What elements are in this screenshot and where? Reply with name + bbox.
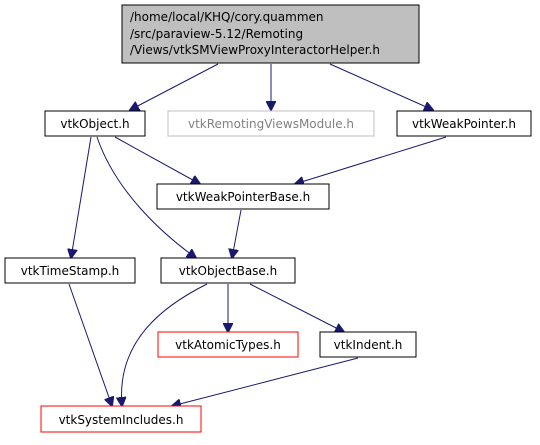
node-vtkobject-label: vtkObject.h (60, 117, 129, 131)
node-vtkweakpointerbase-box (156, 183, 330, 210)
node-vtkweakpointerbase[interactable]: vtkWeakPointerBase.h (156, 183, 330, 210)
node-vtkweakpointer[interactable]: vtkWeakPointer.h (396, 110, 532, 137)
edge-vtkobject-to-vtkobjectbase (96, 136, 196, 258)
edge-vtkweakpointerbase-to-vtkobjectbase (232, 209, 242, 258)
node-vtkindent-box (319, 331, 417, 358)
edge-vtkindent-to-vtksystemincludes (172, 357, 359, 406)
node-vtkremotingviewsmodule-label: vtkRemotingViewsModule.h (188, 117, 354, 131)
edge-vtkobjectbase-to-vtksystemincludes (121, 283, 208, 406)
node-vtkatomictypes-label: vtkAtomicTypes.h (175, 338, 281, 352)
node-vtkremotingviewsmodule[interactable]: vtkRemotingViewsModule.h (167, 110, 375, 137)
node-vtktimestamp[interactable]: vtkTimeStamp.h (4, 257, 136, 284)
node-vtkatomictypes-box (157, 331, 299, 358)
edge-vtkweakpointer-to-vtkweakpointerbase (295, 136, 447, 184)
node-vtkweakpointer-box (396, 110, 532, 137)
edge-vtktimestamp-to-vtksystemincludes (68, 283, 112, 406)
node-vtkweakpointerbase-label: vtkWeakPointerBase.h (176, 190, 310, 204)
node-vtkobject[interactable]: vtkObject.h (44, 110, 146, 137)
node-vtkobject-box (44, 110, 146, 137)
edge-vtkobject-to-vtkweakpointerbase (114, 136, 200, 184)
node-vtkremotingviewsmodule-box (167, 110, 375, 137)
node-vtkindent[interactable]: vtkIndent.h (319, 331, 417, 358)
node-vtksystemincludes-box (40, 405, 202, 433)
edge-root-to-vtkobject (130, 63, 219, 110)
edges (68, 63, 447, 406)
node-vtktimestamp-label: vtkTimeStamp.h (21, 264, 120, 278)
node-vtkobjectbase-label: vtkObjectBase.h (179, 264, 277, 278)
node-root-line3: /Views/vtkSMViewProxyInteractorHelper.h (130, 43, 380, 57)
node-vtksystemincludes-label: vtkSystemIncludes.h (59, 413, 184, 427)
node-vtksystemincludes[interactable]: vtkSystemIncludes.h (40, 405, 202, 433)
edge-vtkobjectbase-to-vtkindent (249, 283, 344, 332)
node-vtkindent-label: vtkIndent.h (334, 338, 403, 352)
node-root-box (121, 4, 420, 64)
node-vtkobjectbase[interactable]: vtkObjectBase.h (160, 257, 296, 284)
node-root-line1: /home/local/KHQ/cory.quammen (130, 10, 324, 24)
node-vtkatomictypes[interactable]: vtkAtomicTypes.h (157, 331, 299, 358)
edge-vtkobject-to-vtktimestamp (71, 136, 92, 258)
edge-root-to-vtkweakpointer (329, 63, 433, 110)
node-root-file[interactable]: /home/local/KHQ/cory.quammen /src/paravi… (121, 4, 420, 64)
node-vtkobjectbase-box (160, 257, 296, 284)
node-vtktimestamp-box (4, 257, 136, 284)
node-vtkweakpointer-label: vtkWeakPointer.h (412, 117, 516, 131)
node-root-line2: /src/paraview-5.12/Remoting (130, 27, 303, 41)
